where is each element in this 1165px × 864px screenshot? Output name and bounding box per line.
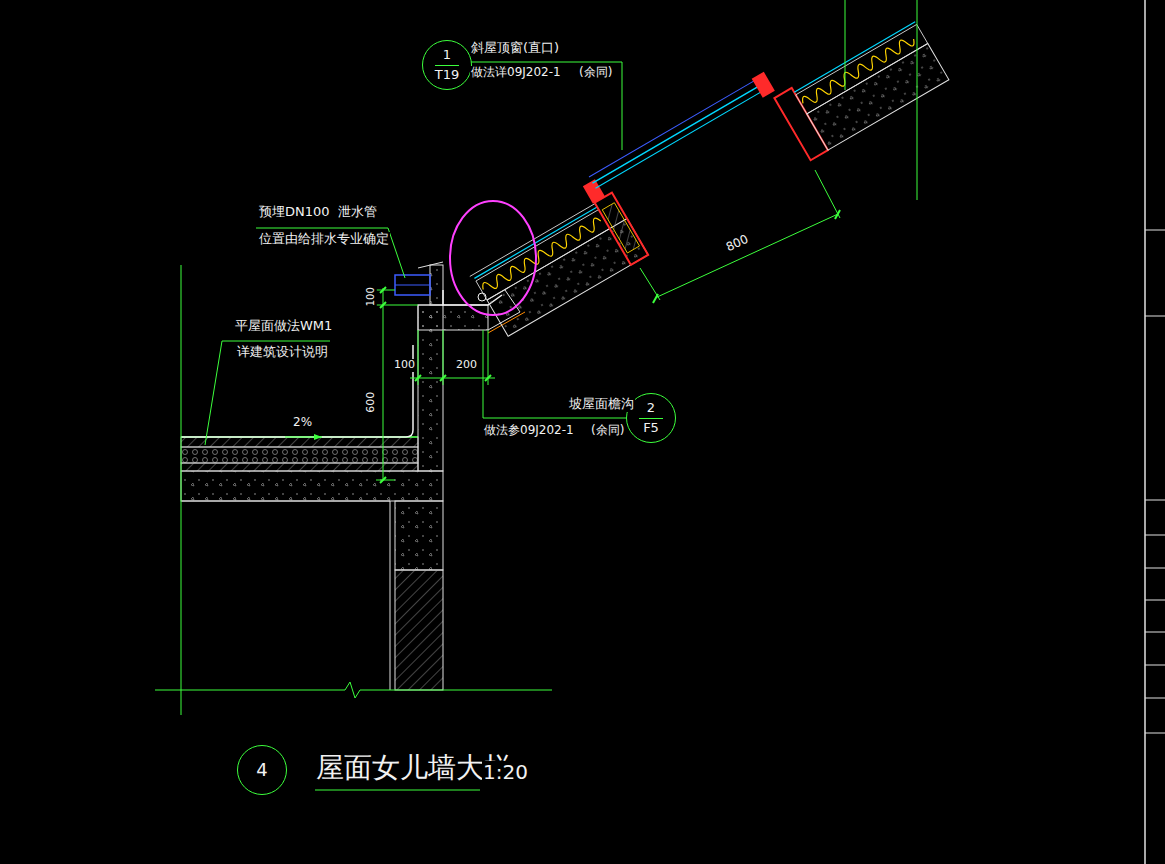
annotation-text: 200	[455, 359, 478, 372]
annotation-text: 100	[393, 359, 416, 372]
callout-circle: 4	[237, 745, 287, 795]
callout-number: 1	[435, 48, 459, 65]
annotation-text: 做法详09J202-1	[470, 66, 562, 80]
callout-number: 2	[639, 401, 663, 418]
annotation-text: 详建筑设计说明	[236, 345, 329, 360]
annotation-text: (余同)	[578, 66, 613, 80]
annotation-text: 位置由给排水专业确定	[258, 232, 390, 247]
callout-number: 4	[256, 760, 267, 780]
annotation-text: 平屋面做法WM1	[234, 319, 333, 334]
callout-circle: 1T19	[422, 40, 472, 90]
callout-number: F5	[643, 421, 659, 435]
callout-number: T19	[435, 68, 459, 82]
annotation-text: 做法参09J202-1	[483, 424, 575, 438]
annotation-text: 100	[365, 286, 377, 307]
annotation-text: 800	[723, 232, 751, 255]
annotation-text: 斜屋顶窗(直口)	[470, 41, 560, 56]
annotation-text: 1:20	[482, 761, 529, 784]
annotation-text: (余同)	[590, 424, 625, 438]
annotation-text: 预埋DN100 泄水管	[258, 205, 378, 220]
annotation-text: 600	[365, 390, 378, 413]
annotation-text: 2%	[292, 416, 313, 430]
annotation-text: 坡屋面檐沟	[568, 397, 635, 412]
